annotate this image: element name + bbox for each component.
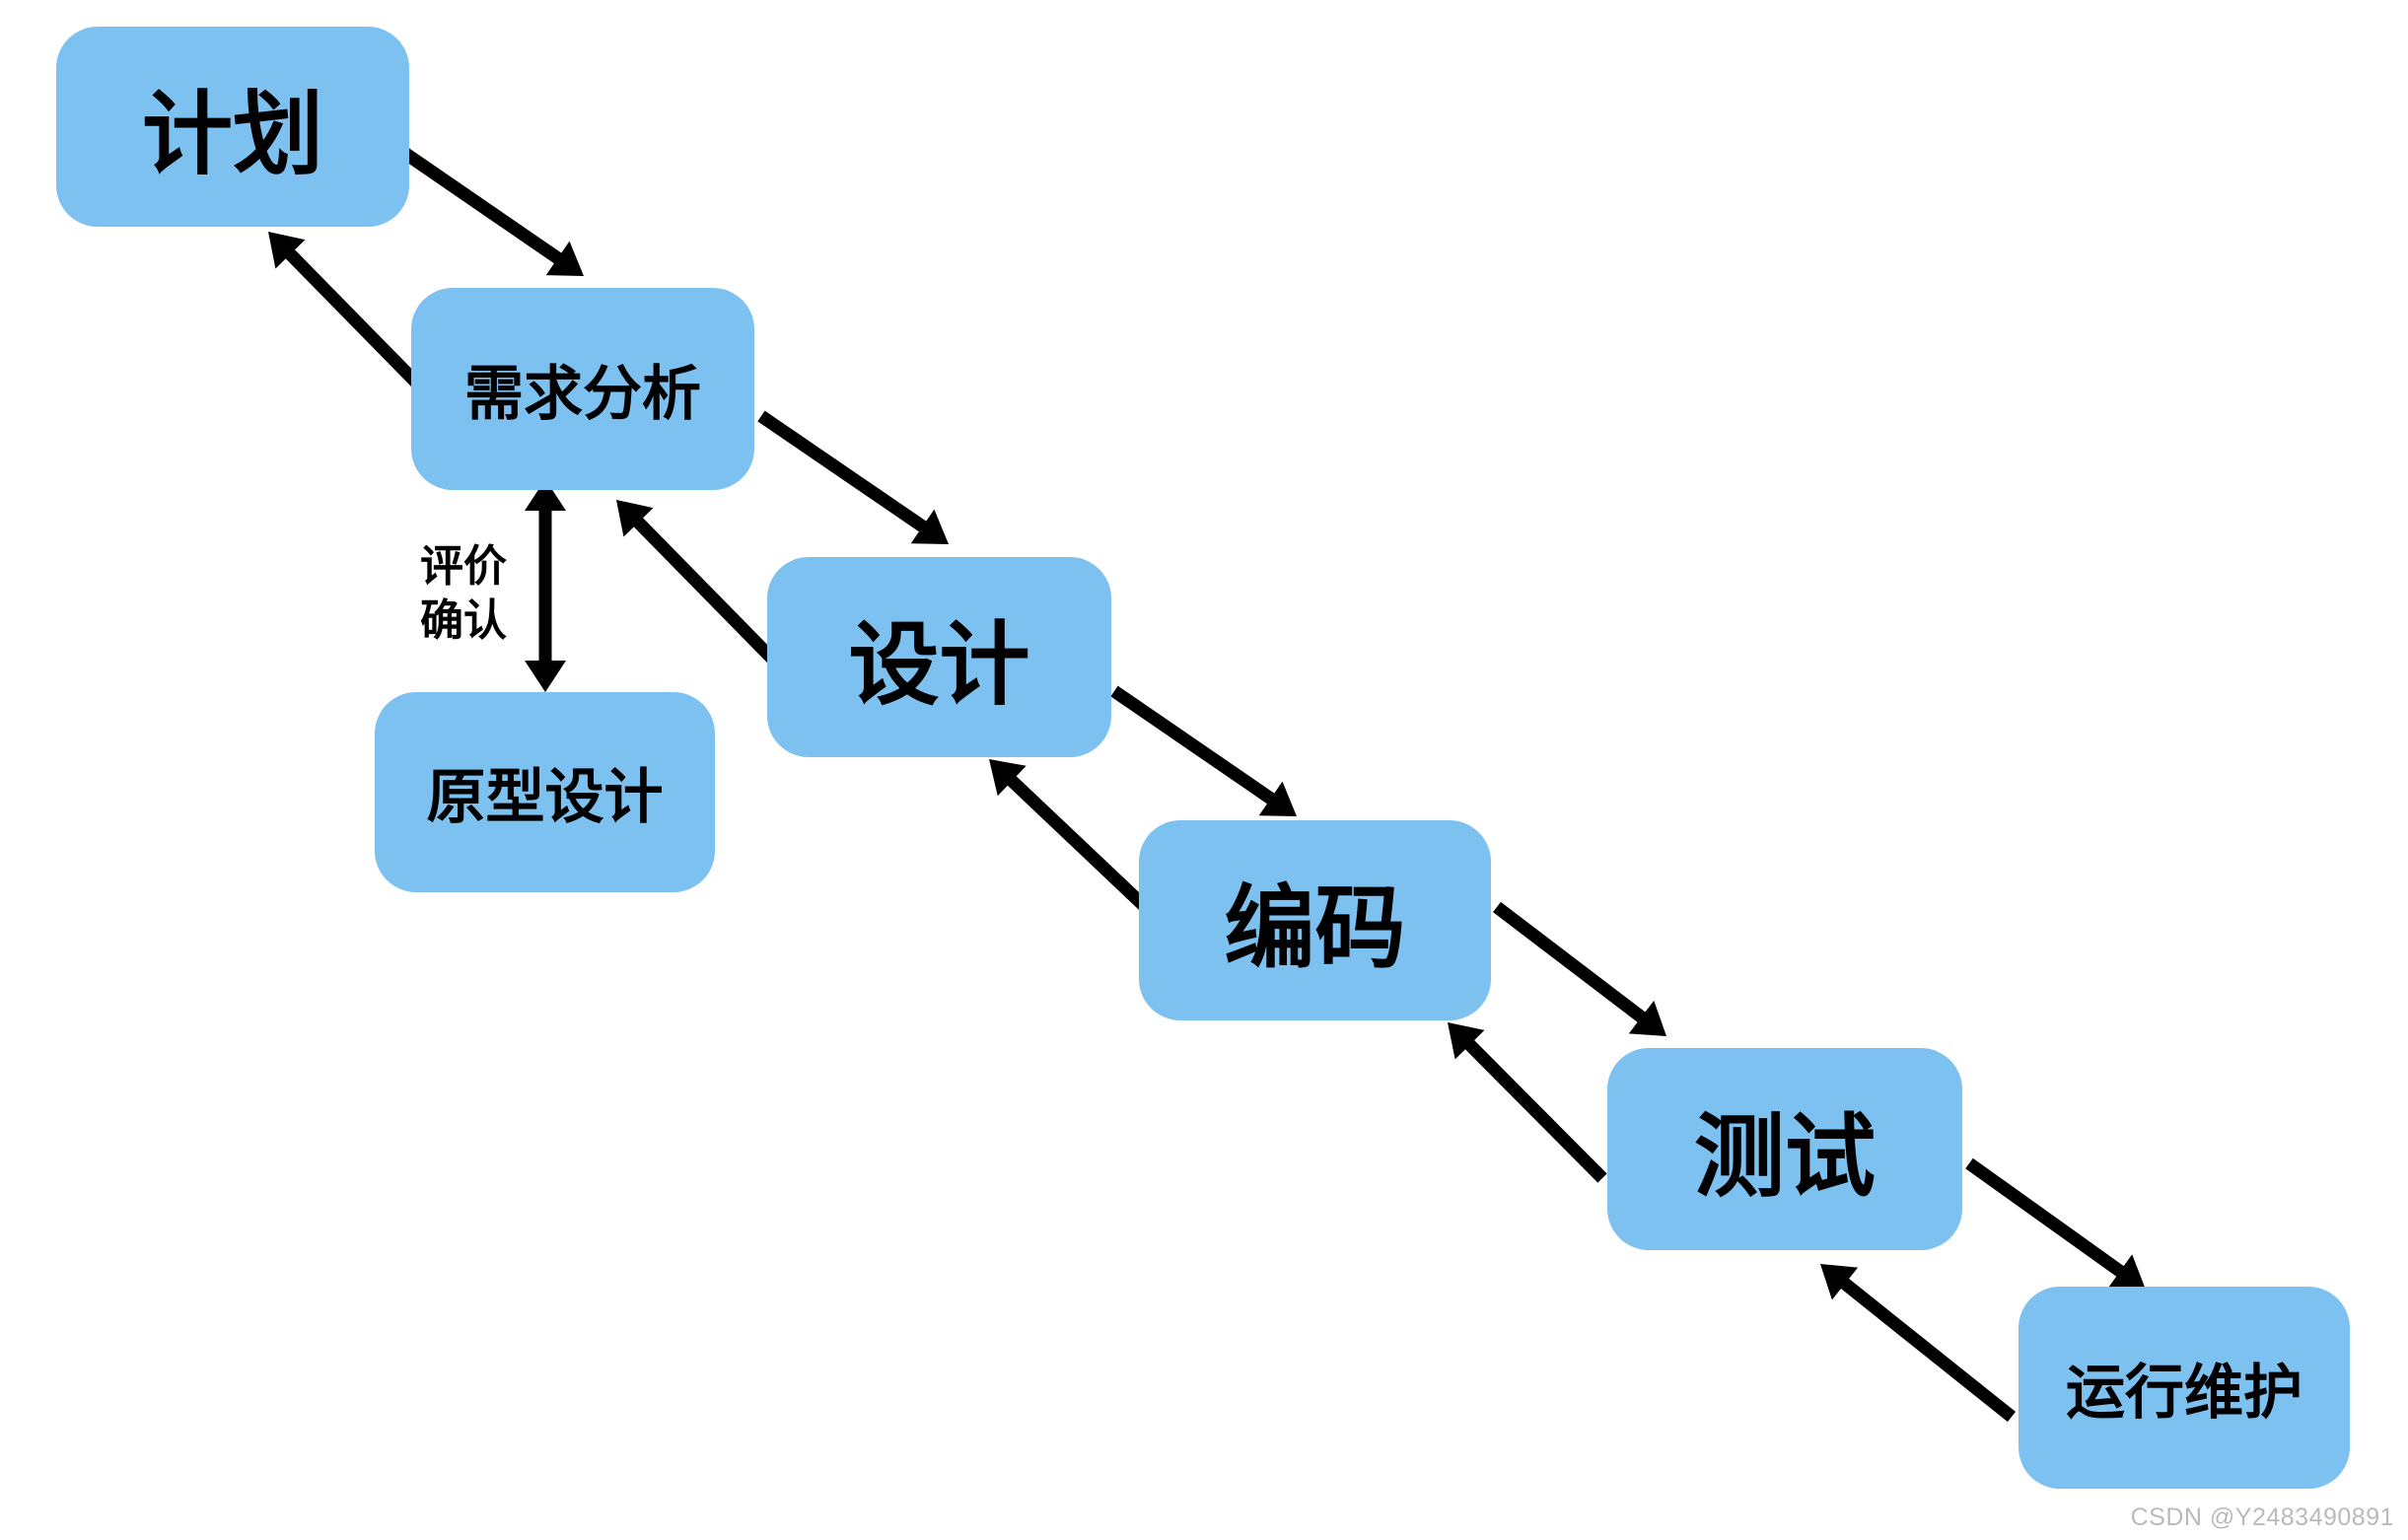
watermark-text: CSDN @Y2483490891 xyxy=(2130,1504,2394,1531)
arrow-testing-to-operation-maintenance xyxy=(1965,1157,2146,1290)
node-design: 设计 xyxy=(767,557,1111,757)
node-prototype-design: 原型设计 xyxy=(375,692,715,892)
arrow-plan-to-requirements-analysis xyxy=(390,140,584,276)
arrow-operation-maintenance-to-testing xyxy=(1820,1264,2017,1423)
arrow-requirements-analysis-to-design xyxy=(757,410,949,544)
node-plan: 计划 xyxy=(56,27,409,227)
arrow-coding-to-design xyxy=(989,759,1161,922)
node-requirements-analysis: 需求分析 xyxy=(411,288,754,490)
node-coding: 编码 xyxy=(1139,820,1491,1020)
arrow-requirements-analysis-to-plan xyxy=(268,232,427,393)
edge-label-evaluate-confirm: 评价 确认 xyxy=(420,542,507,645)
arrow-testing-to-coding xyxy=(1448,1022,1607,1183)
arrow-requirements-analysis-to-prototype-design xyxy=(525,479,566,692)
arrow-design-to-coding xyxy=(1110,685,1297,816)
node-operation-maintenance: 运行维护 xyxy=(2018,1287,2350,1489)
arrow-design-to-requirements-analysis xyxy=(616,500,777,664)
node-testing: 测试 xyxy=(1607,1048,1962,1250)
arrow-coding-to-testing xyxy=(1493,901,1666,1036)
